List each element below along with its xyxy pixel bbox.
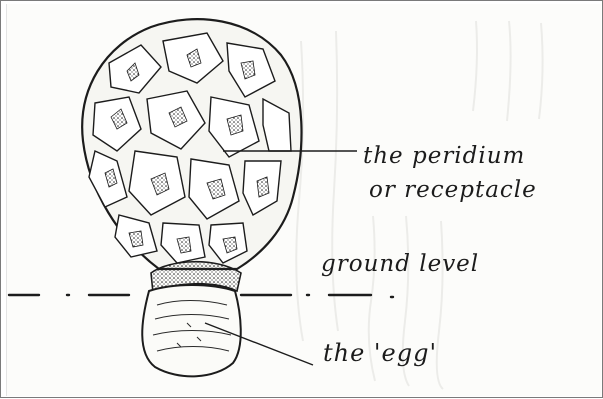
label-peridium-line2: or receptacle — [369, 177, 537, 203]
label-egg: the 'egg' — [323, 339, 437, 367]
label-ground-level: ground level — [321, 251, 479, 277]
bleed-through-text — [296, 21, 542, 389]
label-peridium-line1: the peridium — [363, 143, 525, 169]
